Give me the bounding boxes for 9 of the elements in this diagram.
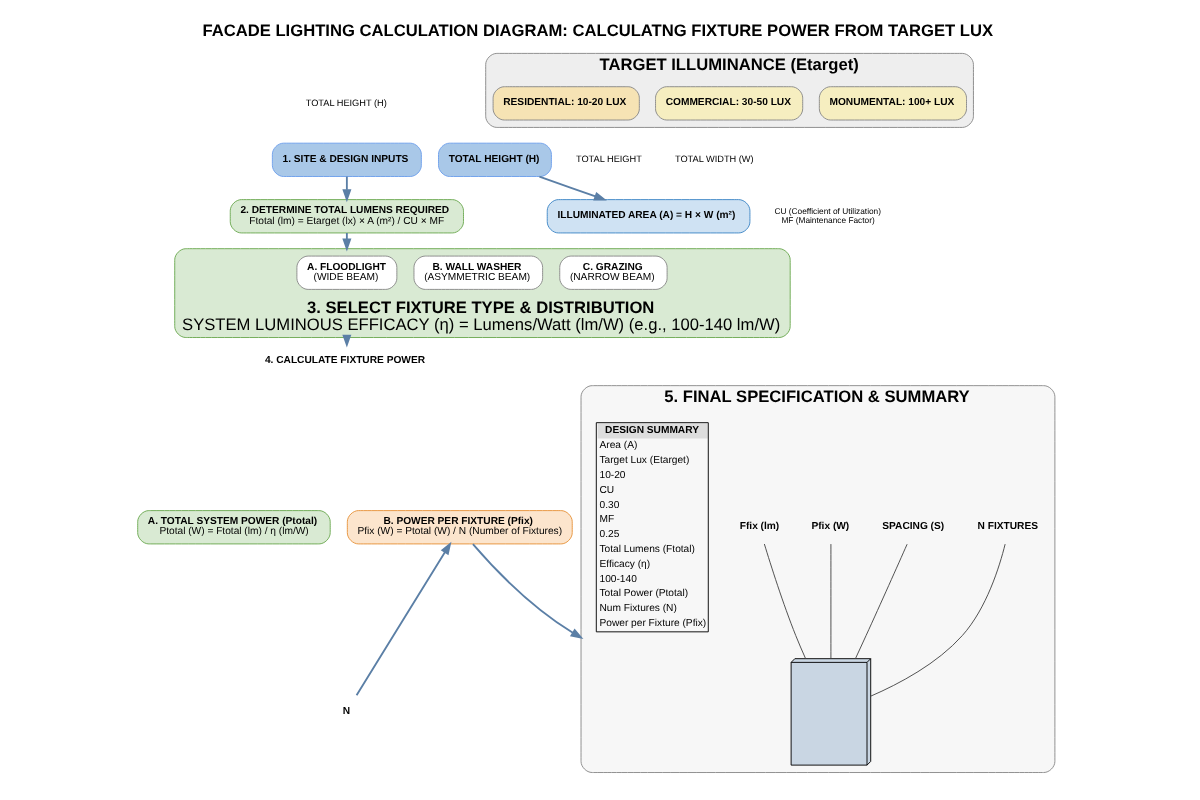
connector xyxy=(854,543,908,660)
arrow xyxy=(342,175,352,203)
diagram-title: FACADE LIGHTING CALCULATION DIAGRAM: CALCULATNG FIXTURE POWER FROM TARGET LUX xyxy=(202,20,994,41)
arrow xyxy=(538,175,607,201)
arrow xyxy=(472,543,584,640)
connector xyxy=(870,543,1006,697)
connector xyxy=(763,543,807,659)
arrow xyxy=(355,541,452,697)
connector xyxy=(830,543,832,660)
